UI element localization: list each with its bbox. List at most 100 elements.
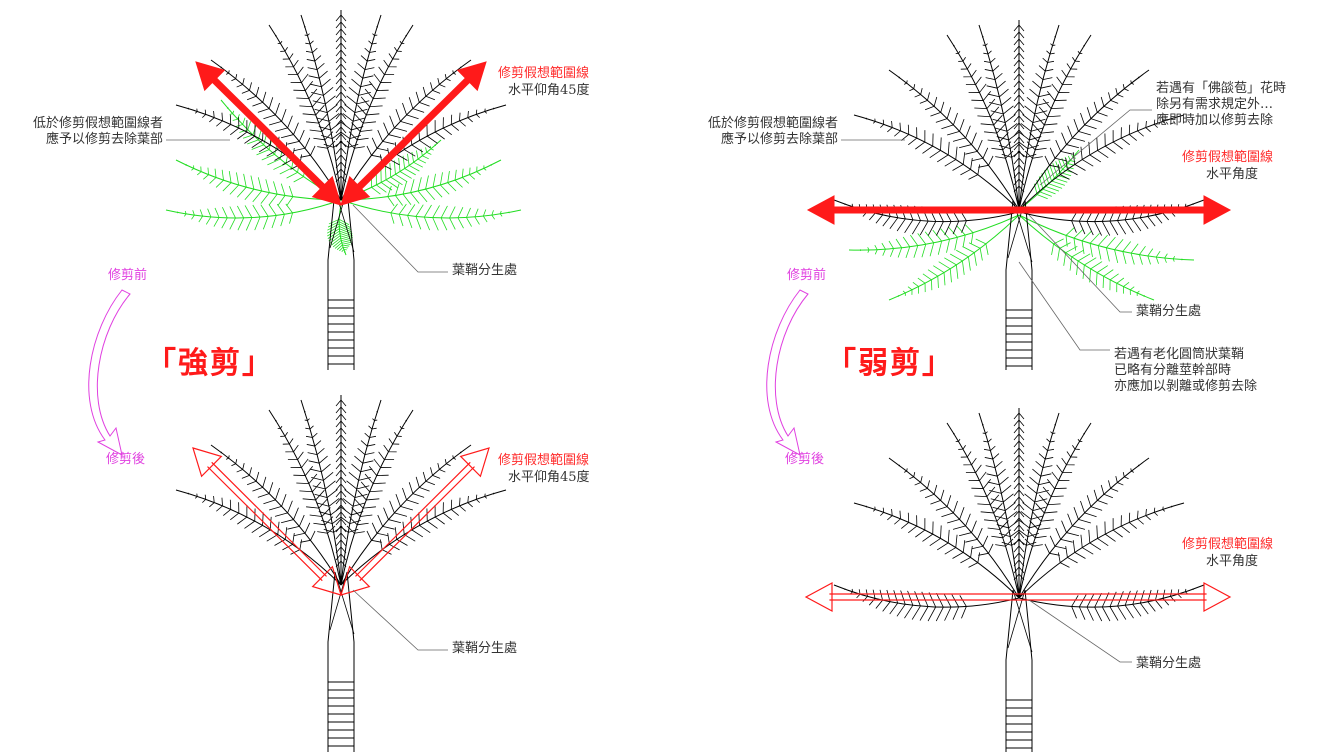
frond-leaflets bbox=[371, 144, 437, 195]
frond-spine bbox=[978, 24, 1020, 211]
weak-after-trunk bbox=[1005, 589, 1033, 752]
frond-leaflets bbox=[898, 76, 994, 168]
weak-kept-frond-0 bbox=[833, 199, 1020, 236]
weak-cut-title: 「弱剪」 bbox=[826, 346, 954, 381]
upper-frond-6 bbox=[853, 502, 1020, 599]
weak-removed-frond-0 bbox=[848, 214, 1020, 258]
upper-frond-5 bbox=[1018, 457, 1150, 599]
cut-line-shaft bbox=[207, 461, 327, 582]
trunk-rings bbox=[328, 299, 354, 365]
upper-frond-3 bbox=[340, 409, 414, 586]
upper-frond-7 bbox=[1018, 502, 1185, 599]
upper-frond-6 bbox=[175, 489, 342, 586]
strong-cut-sheath-label-after: 葉鞘分生處 bbox=[452, 641, 518, 656]
strong-cut-line-left-after bbox=[192, 447, 342, 596]
arrow-shape bbox=[88, 289, 131, 456]
strong-before-after-arrow bbox=[88, 289, 131, 456]
weak-cut-flower-note: 若遇有「佛燄苞」花時 除另有需求規定外… 應即時加以修剪去除 bbox=[1156, 81, 1286, 129]
strong-cut-remove-note-line2: 應予以修剪去除葉部 bbox=[45, 132, 163, 147]
trunk-rings bbox=[328, 681, 354, 747]
weak-cut-line-label: 修剪假想範圍線 bbox=[1182, 150, 1274, 165]
frond-spine bbox=[1018, 422, 1092, 599]
frond-spine bbox=[340, 14, 382, 201]
weak-cut-old-sheath-note-line3: 亦應加以剝離或修剪去除 bbox=[1114, 379, 1258, 394]
frond-leaflets bbox=[387, 164, 492, 207]
frond-leaflets bbox=[176, 203, 293, 231]
frond-leaflets bbox=[953, 44, 1014, 159]
frond-leaflets bbox=[390, 203, 510, 231]
trunk-outline bbox=[327, 189, 355, 370]
frond-leaflets bbox=[1024, 432, 1085, 547]
cut-line-shaft bbox=[208, 74, 329, 193]
frond-spine bbox=[853, 114, 1020, 211]
frond-leaflets bbox=[304, 26, 343, 148]
upper-frond-1 bbox=[978, 24, 1021, 211]
frond-leaflets bbox=[865, 117, 981, 180]
strong-cut-angle-label: 水平仰角45度 bbox=[508, 83, 590, 98]
cut-line-shaft bbox=[353, 74, 474, 193]
upper-frond-2 bbox=[1017, 24, 1060, 211]
upper-frond-5 bbox=[1018, 69, 1150, 211]
strong-cut-sheath-label-before: 葉鞘分生處 bbox=[452, 263, 518, 278]
frond-spine bbox=[175, 489, 342, 586]
frond-leaflets bbox=[346, 34, 407, 149]
frond-spine bbox=[853, 502, 1020, 599]
upper-frond-1 bbox=[978, 412, 1021, 599]
frond-spine bbox=[340, 199, 522, 219]
frond-spine bbox=[165, 199, 342, 219]
frond-leaflets bbox=[366, 66, 462, 158]
frond-spine bbox=[340, 24, 414, 201]
frond-leaflets bbox=[860, 224, 974, 258]
upper-frond-7 bbox=[1018, 114, 1185, 211]
strong-after-crown bbox=[175, 395, 507, 586]
strong-cut-after-label: 修剪後 bbox=[106, 452, 146, 467]
frond-leaflets bbox=[304, 411, 343, 533]
weak-cut-old-sheath-note: 若遇有老化圓筒狀葉鞘 已略有分離莖幹部時 亦應加以剝離或修剪去除 bbox=[1114, 347, 1257, 395]
frond-spine bbox=[340, 489, 507, 586]
strong-cut-line-right-after bbox=[340, 447, 490, 596]
weak-flower-leader bbox=[1039, 109, 1152, 186]
upper-frond-0 bbox=[946, 422, 1020, 599]
frond-leaflets bbox=[220, 451, 316, 543]
cut-line-heads bbox=[340, 61, 487, 206]
strong-cut-remove-note-line1: 低於修剪假想範圍線者 bbox=[32, 116, 163, 131]
frond-leaflets bbox=[346, 419, 407, 534]
frond-spine bbox=[1018, 34, 1092, 211]
trunk-rings bbox=[1006, 309, 1032, 367]
weak-cut-remove-note-line2: 應予以修剪去除葉部 bbox=[720, 132, 838, 147]
frond-spine bbox=[300, 14, 342, 201]
strong-removed-frond-1 bbox=[340, 199, 522, 231]
weak-removed-frond-2 bbox=[888, 214, 1020, 301]
frond-spine bbox=[1018, 69, 1150, 211]
frond-leaflets bbox=[339, 26, 378, 148]
upper-frond-6 bbox=[853, 114, 1020, 211]
frond-spine bbox=[1018, 24, 1060, 211]
frond-spine bbox=[1018, 457, 1150, 599]
arrow-shape bbox=[766, 289, 809, 456]
upper-frond-4 bbox=[210, 444, 342, 586]
weak-after-frond-1 bbox=[1018, 584, 1205, 622]
frond-leaflets bbox=[1017, 36, 1056, 158]
frond-leaflets bbox=[982, 36, 1021, 158]
frond-leaflets bbox=[1051, 238, 1145, 297]
weak-cut-flower-note-line2: 除另有需求規定外… bbox=[1156, 97, 1274, 112]
trunk-rings bbox=[1006, 699, 1032, 749]
upper-frond-2 bbox=[339, 14, 382, 201]
frond-leaflets bbox=[185, 164, 294, 207]
upper-frond-1 bbox=[300, 14, 343, 201]
frond-leaflets bbox=[982, 424, 1021, 546]
strong-after-trunk bbox=[327, 571, 355, 752]
frond-spine bbox=[946, 34, 1020, 211]
upper-frond-0 bbox=[946, 34, 1020, 211]
strong-sheath-leader-before bbox=[352, 204, 448, 273]
frond-leaflets bbox=[275, 419, 336, 534]
frond-spine bbox=[268, 24, 342, 201]
weak-cut-sheath-label-after: 葉鞘分生處 bbox=[1136, 656, 1202, 671]
frond-leaflets bbox=[897, 238, 989, 297]
frond-spine bbox=[1018, 114, 1185, 211]
weak-cut-old-sheath-note-line2: 已略有分離莖幹部時 bbox=[1114, 363, 1232, 378]
strong-sheath-leader-after bbox=[352, 589, 448, 651]
weak-cut-flower-note-line1: 若遇有「佛燄苞」花時 bbox=[1156, 81, 1287, 96]
frond-leaflets bbox=[1057, 117, 1173, 180]
frond-leaflets bbox=[220, 66, 316, 158]
